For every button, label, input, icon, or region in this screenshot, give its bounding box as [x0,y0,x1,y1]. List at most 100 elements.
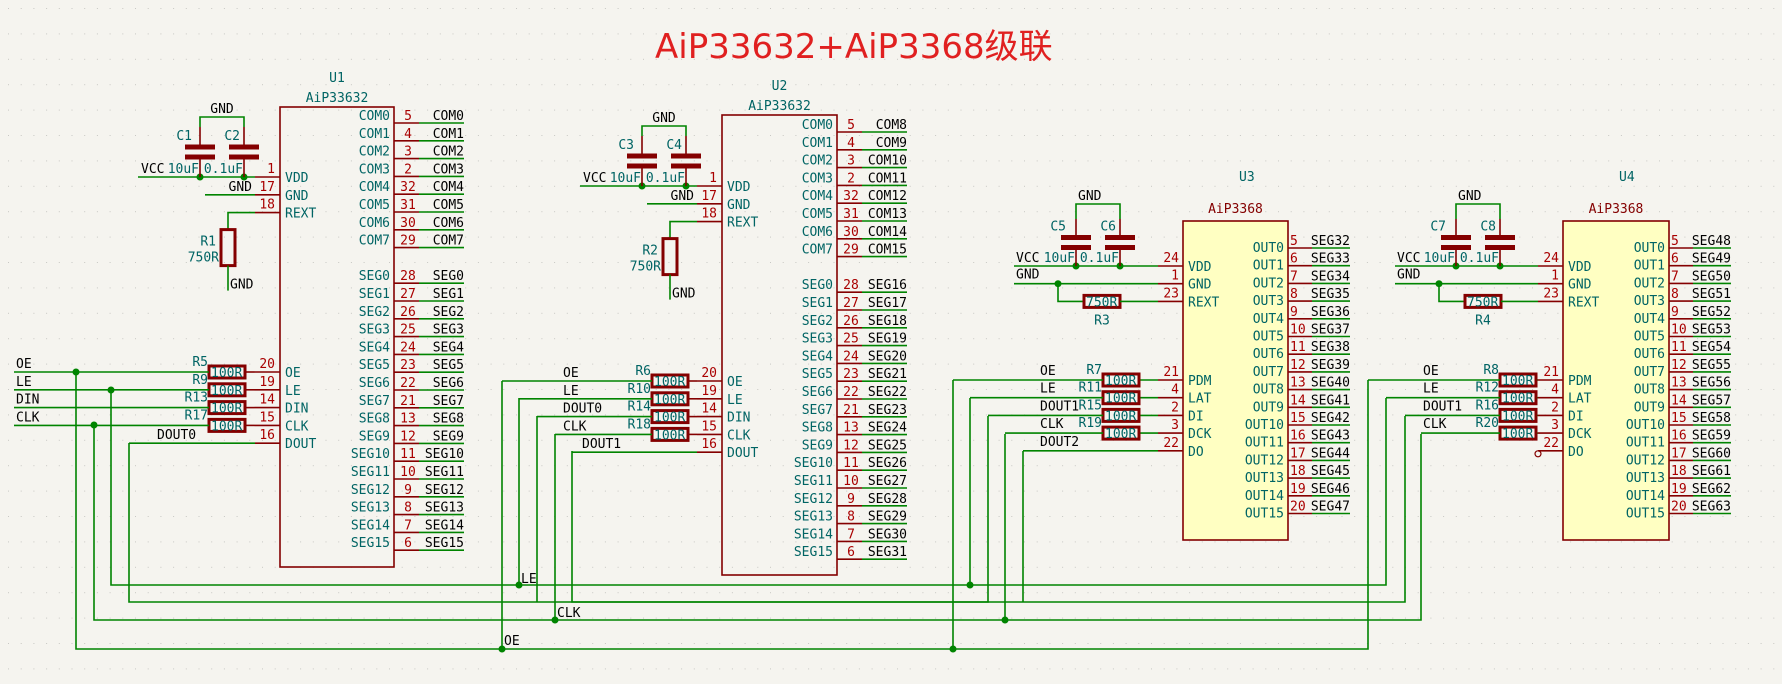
resistor-ref: R12 [1476,381,1499,396]
bus-label-le: LE [521,572,537,587]
sheet-title: AiP33632+AiP3368级联 [655,27,1053,67]
net-label-gnd: GND [1458,189,1482,204]
capacitor-c6[interactable]: C60.1uF [1080,219,1135,266]
pin-number: 7 [404,518,412,533]
pin-number: 4 [404,127,412,142]
resistor-value: 750R [1467,295,1498,310]
gnd-wire[interactable] [1455,203,1501,219]
net-label: SEG38 [1311,340,1350,355]
net-label-vcc: VCC [141,162,164,177]
ic-u3[interactable]: U3AiP336824VDD1GND23REXTVCCGNDC510uFC60.… [953,170,1350,541]
capacitor-c2[interactable]: C20.1uF [204,127,259,177]
resistor-value: 750R [630,260,661,275]
net-clk-bus[interactable] [93,425,1422,621]
ic-u4[interactable]: U4AiP336824VDD1GND23REXTVCCGNDC710uFC80.… [1368,170,1731,541]
pin-name: VDD [1568,260,1592,275]
net-label: LE [1040,382,1056,397]
rext-wire[interactable] [669,220,697,239]
net-label: DOUT1 [1040,399,1079,414]
resistor-ref: R14 [628,400,652,415]
resistor-ref: R6 [635,364,651,379]
net-label-dout: DOUT1 [582,437,621,452]
net-dout0-bus[interactable] [128,416,989,603]
pin-name: OUT7 [1634,365,1665,380]
pin-number: 8 [847,510,855,525]
ic-u2[interactable]: U2AiP336321VDD17GND18REXTVCCGNDC310uFC40… [502,79,907,576]
pin-name: SEG8 [802,421,833,436]
pin-name: SEG12 [351,483,390,498]
net-oe-bus[interactable] [75,372,1369,650]
pin-name: GND [1188,278,1212,293]
capacitor-c4[interactable]: C40.1uF [646,136,701,186]
pin-name: REXT [1568,295,1599,310]
net-label: CLK [1423,417,1447,432]
pin-name: SEG14 [794,527,833,542]
net-label: SEG21 [868,367,907,382]
pin-number: 18 [259,198,275,213]
capacitor-ref: C1 [176,129,192,144]
net-label: SEG27 [868,474,907,489]
net-label: SEG10 [425,447,464,462]
pin-name: PDM [1568,374,1592,389]
net-label: SEG33 [1311,252,1350,267]
net-dout1-bus[interactable] [571,416,1406,603]
gnd-wire[interactable] [641,125,687,136]
net-label: LE [563,384,579,399]
pin-number: 12 [400,429,416,444]
net-label-gnd: GND [1397,268,1421,283]
pin-name: OUT6 [1253,347,1284,362]
ic-body[interactable] [1562,220,1670,541]
capacitor-c8[interactable]: C80.1uF [1460,219,1515,266]
pin-number: 15 [259,410,275,425]
pin-name: COM6 [359,216,390,231]
net-label: SEG4 [433,340,464,355]
pin-name: COM4 [802,189,833,204]
net-label: SEG54 [1692,340,1731,355]
pin-number: 9 [1290,305,1298,320]
ic-reference: U4 [1619,170,1635,185]
pin-number: 14 [259,393,275,408]
net-label: COM3 [433,162,464,177]
rext-resistor-body[interactable] [661,237,679,277]
rext-wire[interactable] [227,211,255,230]
ic-body[interactable] [1182,220,1289,541]
pin-name: OE [285,366,301,381]
pin-name: GND [1568,278,1592,293]
pin-number: 19 [1290,482,1306,497]
capacitor-ref: C4 [666,138,682,153]
pin-name: SEG10 [351,447,390,462]
pin-number: 31 [400,198,416,213]
gnd-wire[interactable] [199,116,245,127]
pin-number: 20 [701,366,717,381]
net-label: SEG62 [1692,482,1731,497]
resistor-ref: R13 [185,391,208,406]
net-le-bus[interactable] [110,390,1387,586]
gnd-wire[interactable] [1075,203,1121,219]
rext-wire[interactable] [1057,283,1084,303]
ic-u1[interactable]: U1AiP336321VDD17GND18REXTVCCGNDC110uFC20… [14,71,464,568]
capacitor-value: 10uF [1044,251,1075,266]
resistor-value: 100R [1502,427,1533,442]
rext-wire[interactable] [1438,283,1465,303]
pin-name: VDD [1188,260,1212,275]
pin-name: SEG6 [359,376,390,391]
net-label: COM13 [868,207,907,222]
rext-resistor-body[interactable] [219,228,237,268]
net-label: SEG29 [868,510,907,525]
